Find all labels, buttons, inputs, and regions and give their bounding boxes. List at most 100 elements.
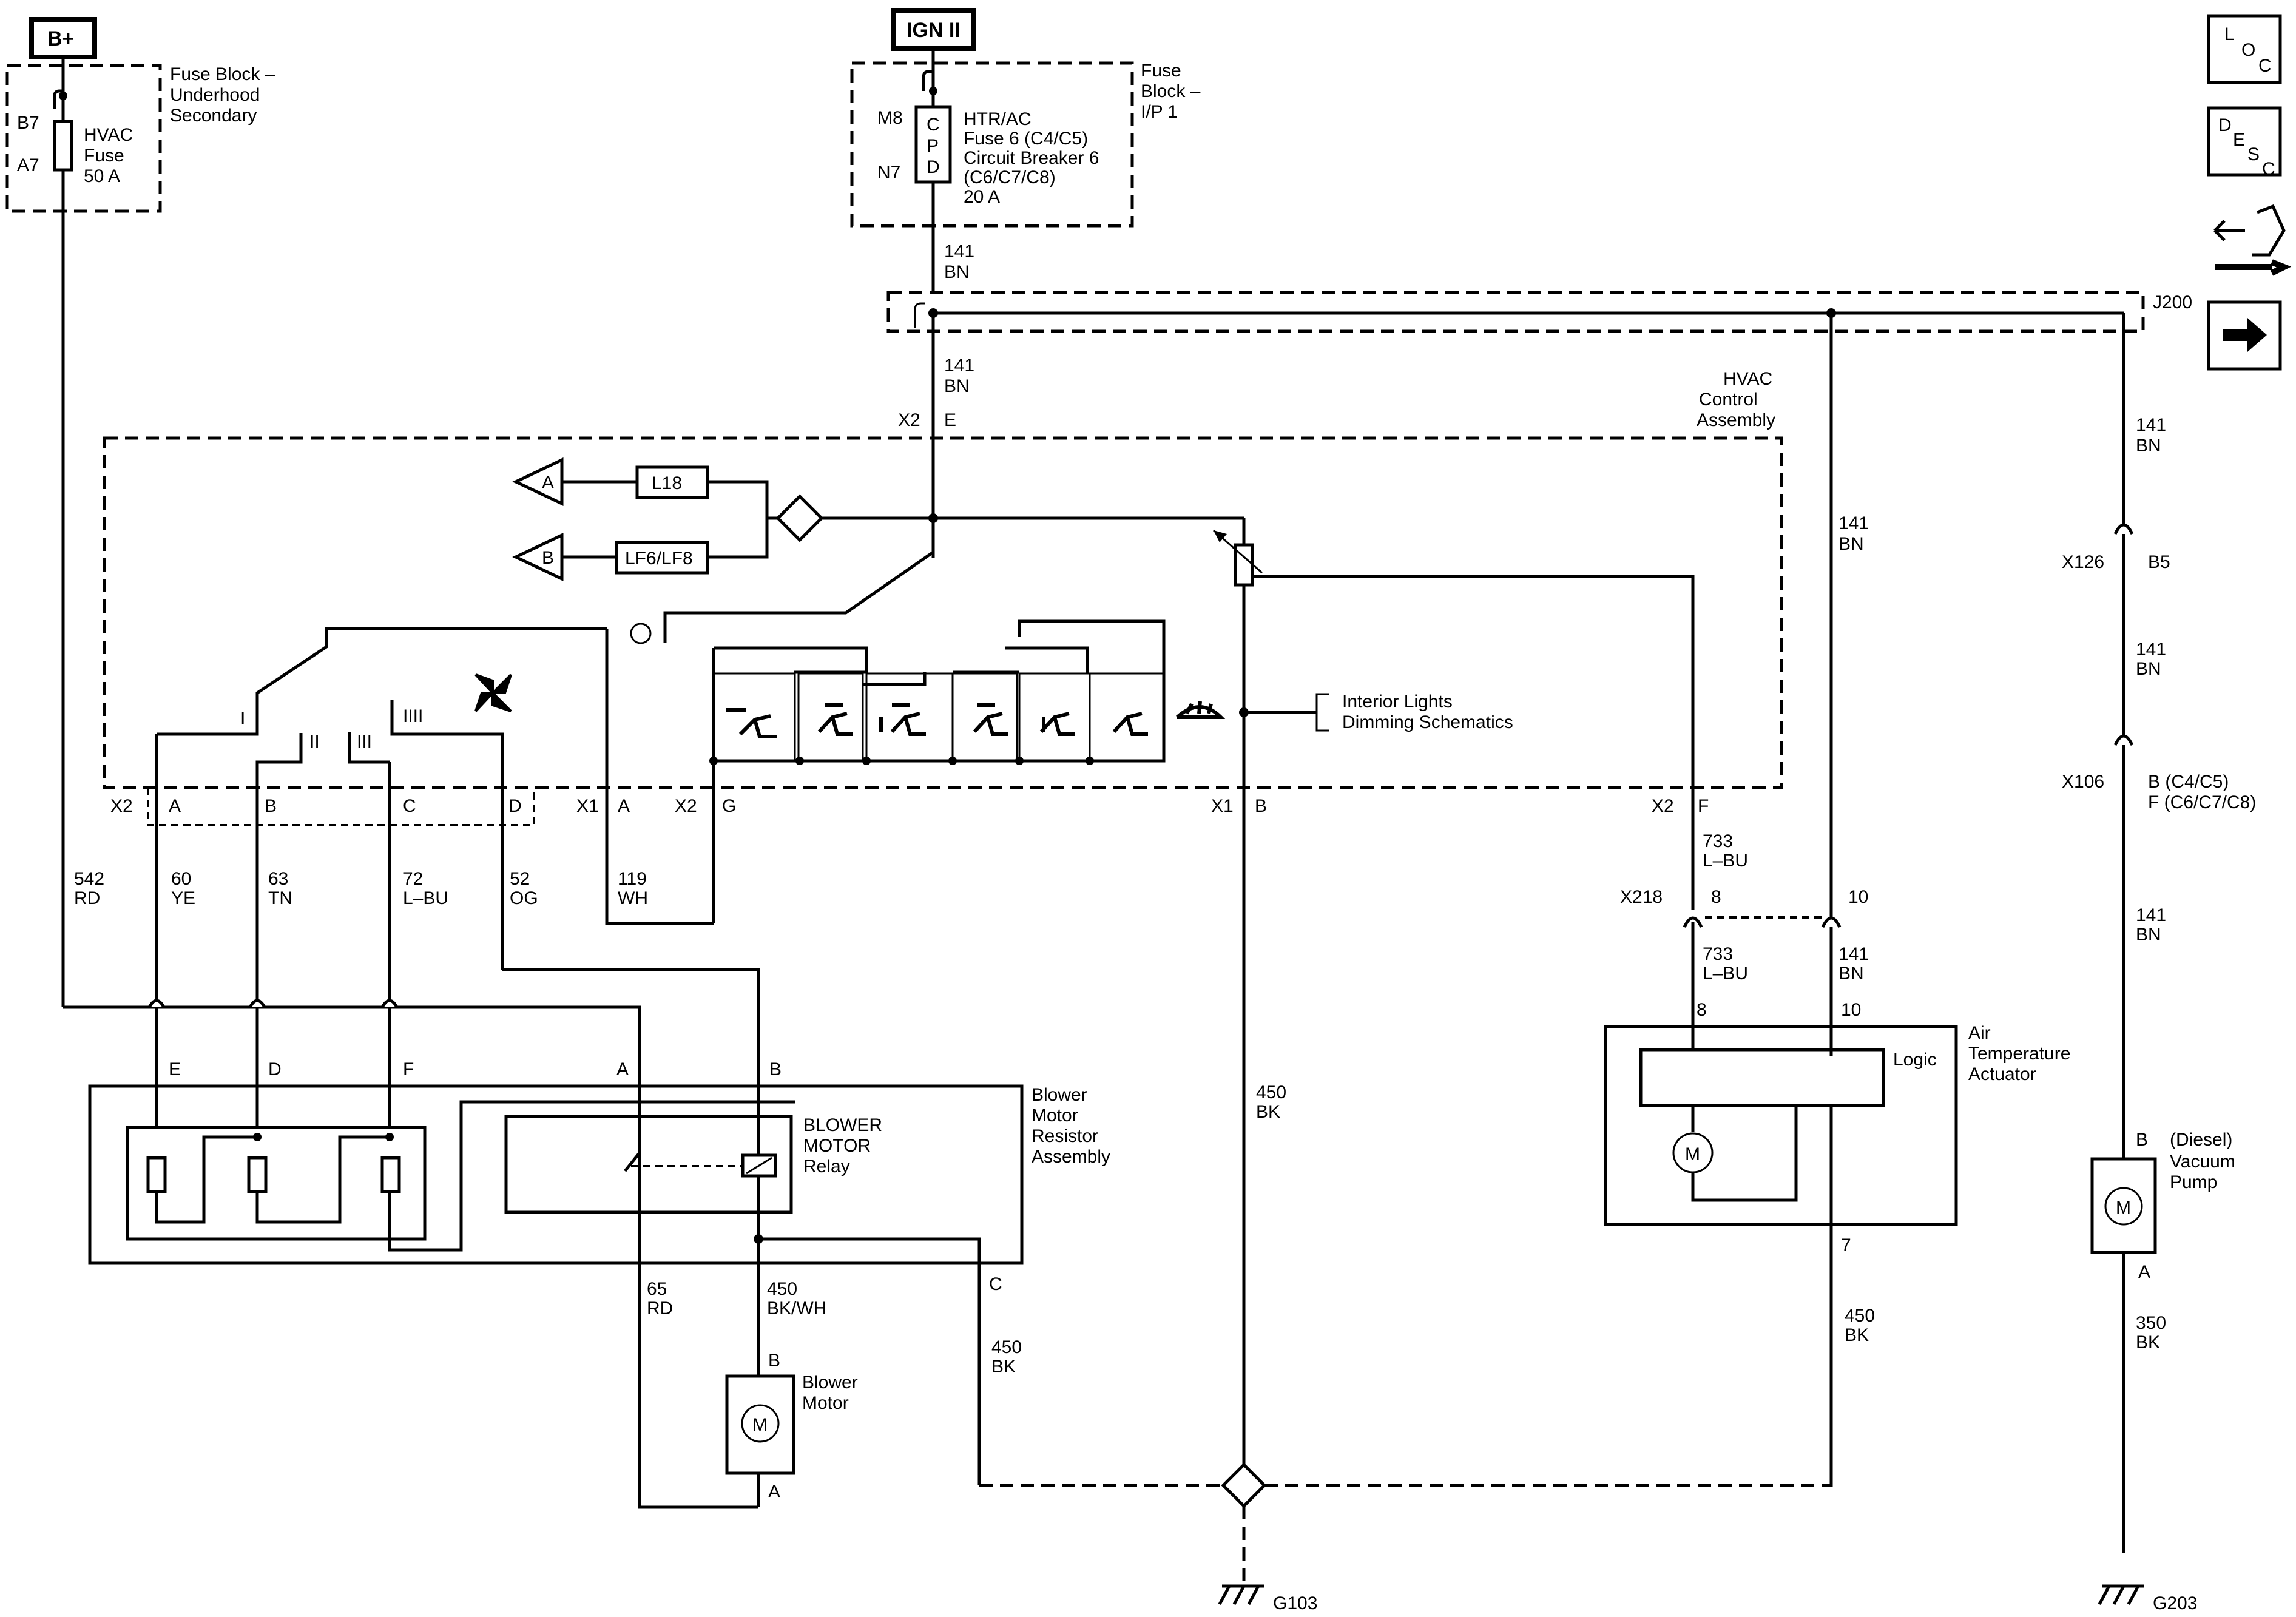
blower-relay bbox=[504, 1115, 793, 1214]
ign-source: IGN II bbox=[891, 8, 976, 51]
pin-m8: M8 bbox=[877, 108, 903, 128]
wire-141-color-4: BN bbox=[1838, 534, 1864, 554]
wire-141-color-6: BN bbox=[2136, 659, 2161, 679]
wire-350-label: 350 bbox=[2136, 1313, 2166, 1333]
seat-figures bbox=[726, 701, 1226, 738]
wire-141-label-5: 141 bbox=[1838, 944, 1869, 964]
wire-141-color-7: BN bbox=[2136, 925, 2161, 945]
wire-450-bkwh-label: 450 bbox=[767, 1279, 797, 1299]
connector-x2-f: X2 bbox=[1652, 796, 1674, 816]
pin-b-x1: B bbox=[1255, 796, 1267, 816]
wire-72-color: L–BU bbox=[403, 888, 448, 908]
resistor-assembly-title-3: Resistor bbox=[1032, 1126, 1098, 1146]
vacuum-pump bbox=[2090, 1157, 2157, 1254]
pin-b-resistor: B bbox=[769, 1059, 782, 1079]
blower-motor-pin-b: B bbox=[768, 1351, 780, 1371]
fuse-block-underhood bbox=[5, 64, 162, 213]
x126-pin-b5: B5 bbox=[2148, 552, 2170, 572]
wire-60-color: YE bbox=[171, 888, 195, 908]
pin-f-x2: F bbox=[1698, 796, 1709, 816]
resistor-2 bbox=[247, 1156, 268, 1193]
wire-141-label-3: 141 bbox=[2136, 415, 2166, 435]
cpd-c: C bbox=[927, 115, 940, 135]
relay-label-2: MOTOR bbox=[803, 1136, 871, 1156]
wire-52-color: OG bbox=[510, 888, 538, 908]
option-l18-label: L18 bbox=[652, 473, 682, 493]
wire-450-a-label: 450 bbox=[991, 1337, 1022, 1357]
next-page-arrow-icon[interactable] bbox=[2207, 300, 2282, 371]
loc-icon[interactable]: L O C bbox=[2207, 14, 2282, 84]
wire-52-label: 52 bbox=[510, 869, 530, 889]
resistor-network bbox=[126, 1126, 427, 1241]
cpd-desc-3: Circuit Breaker 6 bbox=[964, 148, 1099, 168]
cpd-p: P bbox=[927, 136, 939, 156]
b-plus-source: B+ bbox=[29, 17, 97, 59]
desc-icon[interactable]: D E S C bbox=[2207, 106, 2282, 179]
interior-lights-ref-2: Dimming Schematics bbox=[1342, 712, 1513, 732]
vacuum-pump-motor-icon bbox=[2104, 1187, 2143, 1226]
wire-141-color-3: BN bbox=[2136, 436, 2161, 456]
pin-a-x2: A bbox=[169, 796, 181, 816]
mode-floor-icon bbox=[951, 672, 1018, 762]
cpd-desc-2: Fuse 6 (C4/C5) bbox=[964, 129, 1088, 149]
cpd-desc-4: (C6/C7/C8) bbox=[964, 167, 1056, 187]
cpd-desc: HTR/AC bbox=[964, 109, 1032, 129]
option-lf6-lf8-label: LF6/LF8 bbox=[625, 549, 693, 569]
arrow-b-icon bbox=[512, 533, 564, 581]
pin-c-x2: C bbox=[403, 796, 416, 816]
desc-letter-c: C bbox=[2262, 159, 2275, 179]
blower-motor bbox=[725, 1374, 795, 1475]
wire-450-b-color: BK bbox=[1256, 1102, 1280, 1122]
pin-b-x2: B bbox=[265, 796, 277, 816]
ground-g203-label: G203 bbox=[2153, 1593, 2197, 1613]
blower-motor-title-2: Motor bbox=[802, 1393, 849, 1413]
blower-motor-title: Blower bbox=[802, 1372, 858, 1393]
x218-pin-8: 8 bbox=[1711, 887, 1721, 907]
arrow-a-icon bbox=[512, 457, 564, 506]
blower-motor-pin-a: A bbox=[768, 1482, 780, 1502]
actuator-title-3: Actuator bbox=[1968, 1064, 2036, 1084]
air-temperature-actuator bbox=[1604, 1025, 1958, 1226]
wire-60-label: 60 bbox=[171, 869, 191, 889]
ground-g103-icon bbox=[1218, 1584, 1264, 1605]
ign-label: IGN II bbox=[907, 19, 961, 42]
vacuum-pump-pin-a: A bbox=[2138, 1262, 2150, 1282]
arrow-a-label: A bbox=[542, 473, 554, 493]
pin-e-resistor: E bbox=[169, 1059, 181, 1079]
hvac-fuse-label-2: Fuse bbox=[84, 146, 124, 166]
wire-733-color: L–BU bbox=[1703, 851, 1748, 871]
blower-resistor-assembly bbox=[88, 1084, 1024, 1265]
loc-letter-c: C bbox=[2258, 56, 2272, 76]
connector-x2-label: X2 bbox=[898, 410, 920, 430]
ground-g203-icon bbox=[2098, 1584, 2144, 1605]
pin-b7: B7 bbox=[17, 113, 39, 133]
actuator-motor-m: M bbox=[1685, 1144, 1700, 1164]
pin-a-x1: A bbox=[618, 796, 630, 816]
ground-splice-icon bbox=[1221, 1462, 1267, 1508]
motor-icon bbox=[741, 1404, 780, 1443]
actuator-pin-8: 8 bbox=[1697, 1000, 1707, 1020]
vacuum-pump-title-2: Pump bbox=[2170, 1172, 2217, 1192]
wire-733-label: 733 bbox=[1703, 831, 1733, 851]
speed-i-label: I bbox=[240, 709, 245, 729]
actuator-title-2: Temperature bbox=[1968, 1044, 2070, 1064]
wire-63-color: TN bbox=[268, 888, 292, 908]
x218-pin-10: 10 bbox=[1848, 887, 1868, 907]
pin-g-x2: G bbox=[722, 796, 736, 816]
wire-733-color-2: L–BU bbox=[1703, 964, 1748, 984]
speed-iii-label: III bbox=[357, 732, 372, 752]
wire-141-color-2: BN bbox=[944, 376, 970, 396]
wire-141-label-6: 141 bbox=[2136, 640, 2166, 660]
wire-450-bkwh-color: BK/WH bbox=[767, 1298, 826, 1318]
actuator-logic bbox=[1639, 1048, 1885, 1107]
wire-542-color: RD bbox=[74, 888, 100, 908]
wire-72-label: 72 bbox=[403, 869, 423, 889]
hvac-fuse-rating: 50 A bbox=[84, 166, 120, 186]
arrow-b-label: B bbox=[542, 548, 554, 568]
wire-542-label: 542 bbox=[74, 869, 104, 889]
cpd-symbol bbox=[914, 105, 952, 184]
wire-450-b-label: 450 bbox=[1256, 1082, 1286, 1102]
fuse-block-underhood-title-3: Secondary bbox=[170, 106, 257, 126]
mode-defog-icon bbox=[712, 672, 796, 762]
connector-wrench-icon[interactable] bbox=[2213, 204, 2292, 276]
